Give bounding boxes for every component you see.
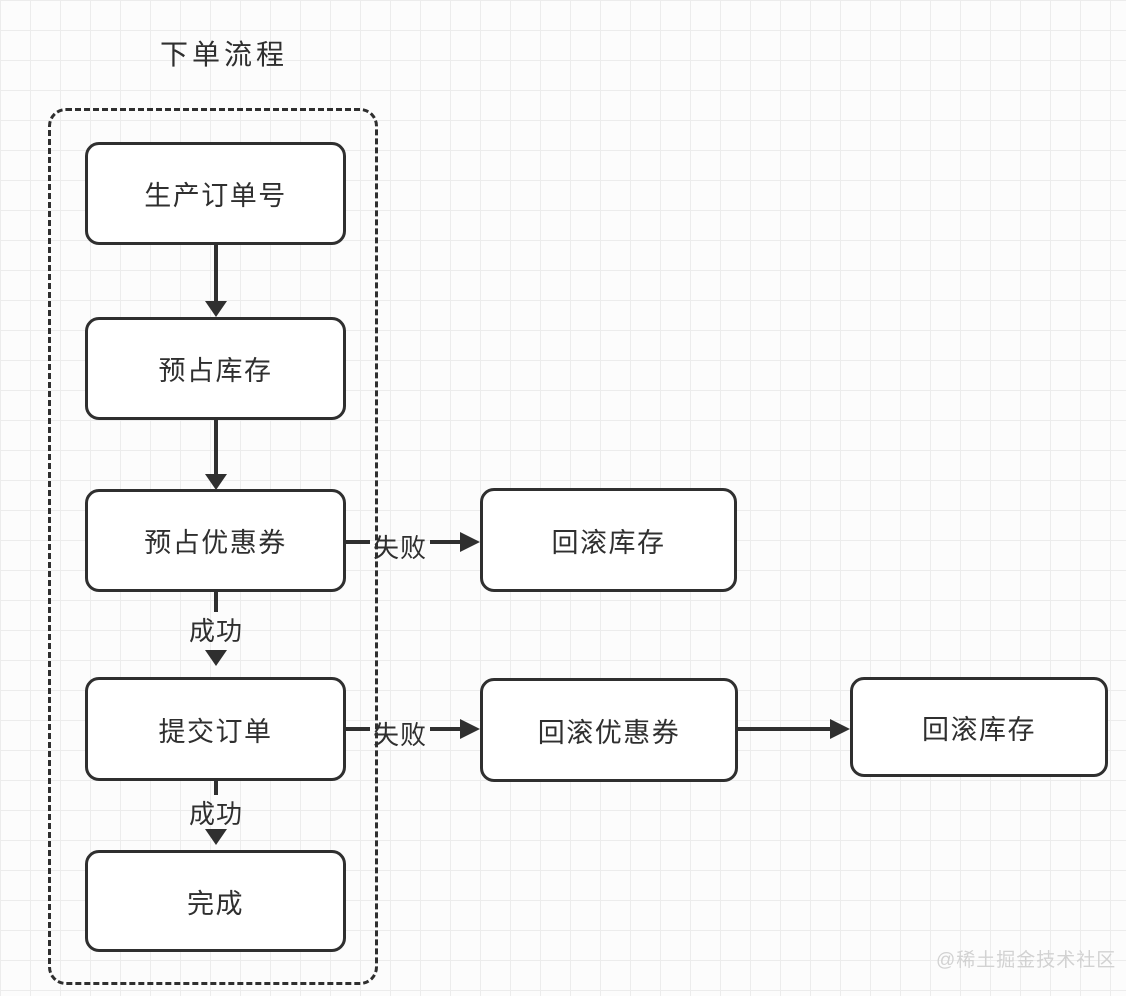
node-label: 提交订单 xyxy=(158,716,273,747)
edge-label-success: 成功 xyxy=(188,616,243,646)
node-complete: 完成 xyxy=(85,850,346,952)
arrow-line xyxy=(430,727,462,731)
node-generate-order-no: 生产订单号 xyxy=(85,142,346,245)
arrow-line xyxy=(214,245,218,305)
node-label: 完成 xyxy=(187,888,244,919)
arrow-right-arrowhead xyxy=(460,532,480,552)
arrow-line xyxy=(346,540,370,544)
node-label: 回滚优惠券 xyxy=(537,717,681,748)
watermark: @稀土掘金技术社区 xyxy=(936,950,1117,971)
node-rollback-coupon: 回滚优惠券 xyxy=(480,678,738,782)
arrow-line xyxy=(346,727,370,731)
arrow-line xyxy=(214,420,218,477)
node-label: 回滚库存 xyxy=(551,527,666,558)
arrow-line xyxy=(430,540,462,544)
edge-label-success: 成功 xyxy=(188,799,243,829)
arrow-down-arrowhead xyxy=(205,301,227,317)
arrow-line xyxy=(214,781,218,795)
diagram-title: 下单流程 xyxy=(160,39,289,70)
node-reserve-stock: 预占库存 xyxy=(85,317,346,420)
arrow-down-arrowhead xyxy=(205,474,227,490)
edge-label-fail: 失败 xyxy=(372,720,427,750)
arrow-right-arrowhead xyxy=(460,719,480,739)
arrow-down-arrowhead xyxy=(205,650,227,666)
node-rollback-stock-top: 回滚库存 xyxy=(480,488,737,592)
order-flow-group-boundary xyxy=(48,108,378,985)
arrow-line xyxy=(738,727,832,731)
node-label: 生产订单号 xyxy=(144,181,287,211)
arrow-right-arrowhead xyxy=(830,719,850,739)
node-label: 预占优惠券 xyxy=(144,528,287,558)
node-submit-order: 提交订单 xyxy=(85,677,346,781)
node-label: 预占库存 xyxy=(158,356,273,386)
edge-label-fail: 失败 xyxy=(372,533,427,563)
node-reserve-coupon: 预占优惠券 xyxy=(85,489,346,592)
node-label: 回滚库存 xyxy=(922,714,1036,745)
node-rollback-stock-right: 回滚库存 xyxy=(850,677,1108,777)
arrow-line xyxy=(214,592,218,612)
arrow-down-arrowhead xyxy=(205,829,227,845)
